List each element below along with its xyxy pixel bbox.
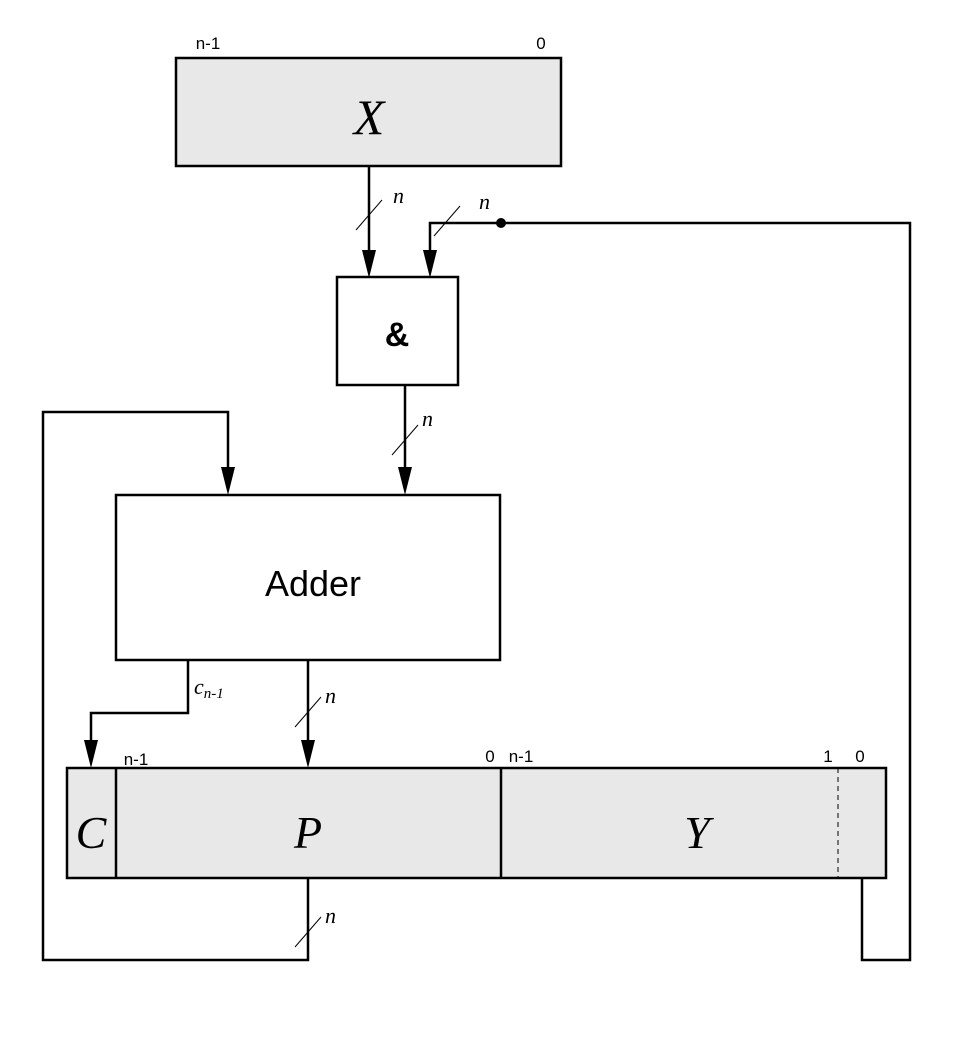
and-gate-label: & [385,316,410,354]
p-lsb-label: 0 [485,747,494,766]
x-msb-label: n-1 [196,34,221,53]
p-feedback-bus [41,410,322,962]
x-register-label: X [352,89,387,145]
y-register-label: Y [684,807,714,858]
bus-width-label: n [479,189,490,214]
and-gate: & [335,275,460,387]
bus-width-label: n [393,183,404,208]
carry-label: cn-1 [194,674,224,702]
adder: Adder [114,493,502,662]
x-lsb-label: 0 [536,34,545,53]
bus-width-label: n [325,903,336,928]
c-register-label: C [76,807,108,858]
adder-label: Adder [265,563,361,604]
y-lsb-label: 0 [855,747,864,766]
junction-dot [496,218,506,228]
p-msb-label: n-1 [124,750,149,769]
x-to-and-bus [355,166,383,278]
and-to-adder-bus [391,385,419,495]
bus-width-label: n [422,406,433,431]
bus-width-label: n [325,683,336,708]
adder-to-p-bus [294,660,322,768]
y-msb-label: n-1 [509,747,534,766]
y-bit1-label: 1 [823,747,832,766]
y0-feedback-bus [423,205,912,962]
cpy-register: C P Y n-1 0 n-1 1 0 [65,747,888,880]
p-register-label: P [293,807,322,858]
x-register: X n-1 0 [174,34,563,168]
carry-line [84,660,190,768]
